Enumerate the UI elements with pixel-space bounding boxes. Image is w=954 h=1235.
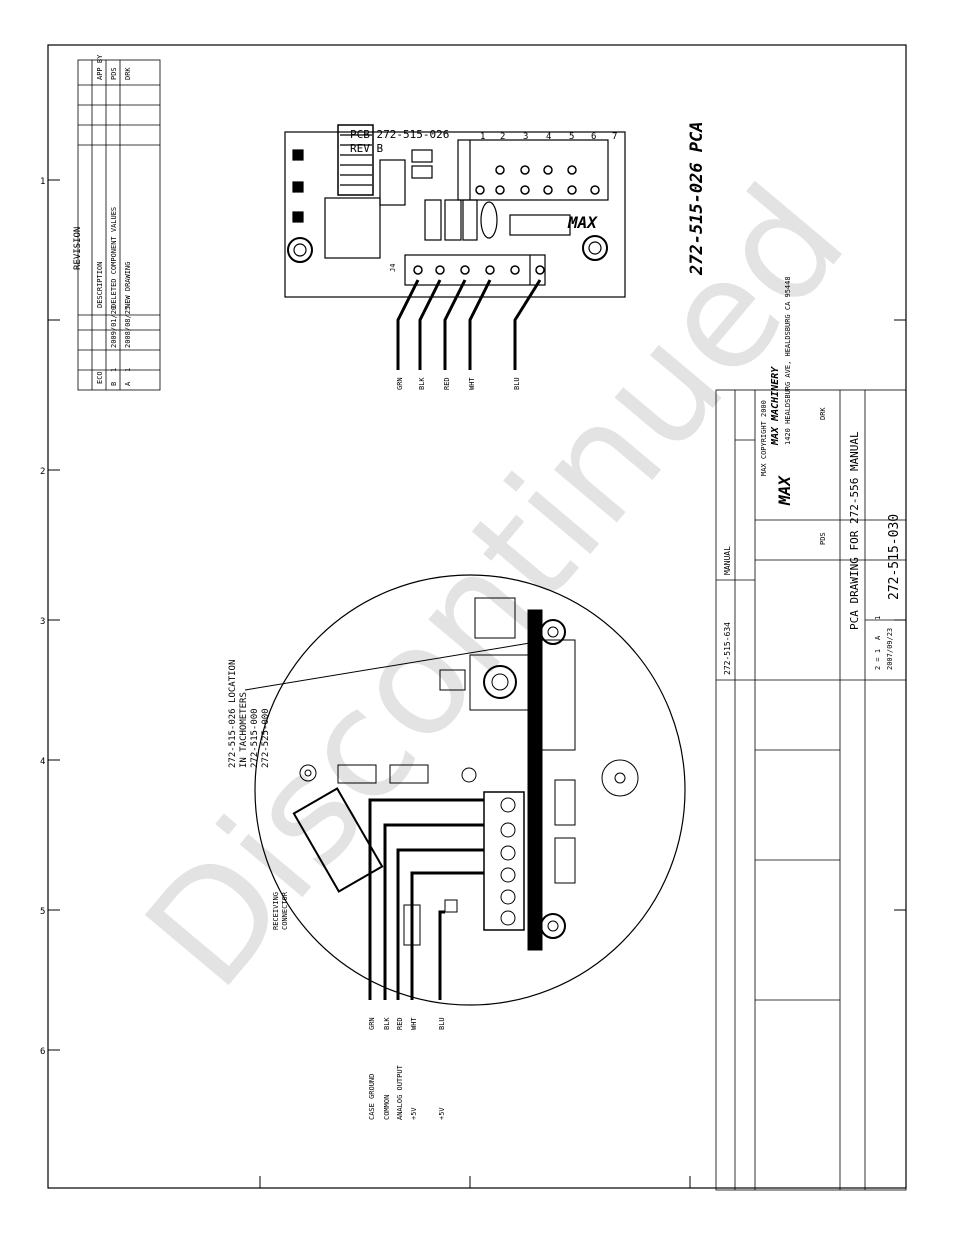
housing-wires — [368, 798, 484, 1000]
drawing-number: 272-515-030 — [887, 514, 902, 600]
svg-text:RECEIVING: RECEIVING — [272, 892, 280, 930]
receiving-connector-label: RECEIVING CONNECTOR — [272, 891, 289, 930]
svg-text:MAX COPYRIGHT 2000: MAX COPYRIGHT 2000 — [760, 400, 768, 476]
max-logo: MAX — [567, 213, 598, 232]
svg-text:ANALOG OUTPUT: ANALOG OUTPUT — [396, 1064, 404, 1120]
svg-text:1420 HEALDSBURG AVE, HEALDSBUR: 1420 HEALDSBURG AVE, HEALDSBURG CA 95448 — [784, 276, 792, 445]
svg-text:BLU: BLU — [513, 377, 521, 390]
svg-text:2: 2 — [500, 132, 505, 142]
svg-text:2009/01/20: 2009/01/20 — [110, 306, 118, 348]
revision-table — [77, 59, 161, 391]
housing-wire-labels: GRN CASE GROUND BLK COMMON RED ANALOG OU… — [368, 1017, 446, 1120]
pcb-pads — [413, 165, 600, 275]
location-callout: 272-515-026 LOCATION IN TACHOMETERS 272-… — [228, 642, 531, 768]
svg-text:GRN: GRN — [368, 1017, 376, 1030]
svg-text:PDS: PDS — [819, 532, 827, 545]
pcb-wires — [396, 279, 542, 370]
svg-text:1: 1 — [480, 132, 485, 142]
pcb-text: PCB 272-515-026 REV B 1 2 3 4 5 6 7 MAX … — [350, 128, 617, 272]
svg-text:1: 1 — [124, 368, 132, 372]
svg-text:5: 5 — [40, 907, 45, 917]
svg-text:BLK: BLK — [418, 377, 426, 390]
drawing-title: PCA DRAWING FOR 272-556 MANUAL — [848, 431, 861, 630]
revision-title: REVISION — [73, 227, 83, 270]
svg-text:2: 2 — [40, 467, 45, 477]
svg-text:A: A — [874, 635, 882, 640]
svg-text:WHT: WHT — [468, 377, 476, 390]
svg-text:A: A — [124, 381, 132, 386]
svg-text:6: 6 — [40, 1047, 45, 1057]
svg-text:1: 1 — [874, 616, 882, 620]
pcb-rev-label: REV B — [350, 142, 383, 155]
svg-text:MANUAL: MANUAL — [723, 546, 732, 575]
svg-text:IN TACHOMETERS: IN TACHOMETERS — [239, 692, 249, 768]
svg-text:PDS: PDS — [110, 67, 118, 80]
svg-text:+5V: +5V — [438, 1107, 446, 1120]
svg-text:4: 4 — [40, 757, 45, 767]
pcb-part-label: PCB 272-515-026 — [350, 128, 449, 141]
svg-text:272-515-634: 272-515-634 — [723, 622, 732, 675]
svg-text:+5V: +5V — [410, 1107, 418, 1120]
svg-text:6: 6 — [591, 132, 596, 142]
svg-text:CONNECTOR: CONNECTOR — [281, 891, 289, 930]
svg-text:3: 3 — [40, 617, 45, 627]
svg-text:1: 1 — [110, 368, 118, 372]
pcb-wire-labels: GRN BLK RED WHT BLU — [396, 377, 521, 390]
svg-text:ECO: ECO — [96, 371, 104, 384]
pcb-board — [284, 124, 626, 298]
svg-text:7: 7 — [612, 132, 617, 142]
svg-text:CASE GROUND: CASE GROUND — [368, 1074, 376, 1120]
svg-text:DRK: DRK — [819, 407, 827, 420]
svg-text:GRN: GRN — [396, 377, 404, 390]
svg-text:BLU: BLU — [438, 1017, 446, 1030]
svg-text:DESCRIPTION: DESCRIPTION — [96, 262, 104, 308]
svg-text:2 = 1: 2 = 1 — [874, 649, 882, 670]
svg-text:J4: J4 — [389, 264, 397, 272]
svg-text:1: 1 — [40, 177, 45, 187]
svg-text:COMMON: COMMON — [383, 1095, 391, 1120]
title-block-text: 272-515-634 MANUAL MAX COPYRIGHT 2000 MA… — [723, 276, 902, 675]
svg-text:RED: RED — [396, 1017, 404, 1030]
svg-text:DELETED COMPONENT VALUES: DELETED COMPONENT VALUES — [110, 207, 118, 308]
company-name: MAX MACHINERY — [770, 366, 781, 446]
svg-text:3: 3 — [523, 132, 528, 142]
housing — [254, 574, 686, 1006]
svg-text:272-515-000: 272-515-000 — [250, 708, 260, 768]
svg-text:NEW DRAWING: NEW DRAWING — [124, 262, 132, 308]
revision-table-text: REVISION DESCRIPTION ECO APP BY B 1 2009… — [73, 54, 132, 386]
svg-text:BLK: BLK — [383, 1017, 391, 1030]
svg-text:DRK: DRK — [124, 67, 132, 80]
title-block — [715, 389, 907, 1191]
svg-text:APP BY: APP BY — [96, 54, 104, 80]
svg-text:RED: RED — [443, 377, 451, 390]
svg-text:2007/09/23: 2007/09/23 — [886, 628, 894, 670]
pca-title: 272-515-026 PCA — [687, 121, 707, 276]
svg-text:272-515-026 LOCATION: 272-515-026 LOCATION — [228, 660, 238, 768]
svg-text:2008/08/25: 2008/08/25 — [124, 306, 132, 348]
svg-text:B: B — [110, 382, 118, 386]
svg-text:4: 4 — [546, 132, 551, 142]
title-block-logo: MAX — [775, 475, 794, 506]
svg-text:5: 5 — [569, 132, 574, 142]
svg-text:WHT: WHT — [410, 1017, 418, 1030]
svg-text:272-525-000: 272-525-000 — [261, 708, 271, 768]
zone-labels: 1 2 3 4 5 6 — [40, 177, 45, 1057]
